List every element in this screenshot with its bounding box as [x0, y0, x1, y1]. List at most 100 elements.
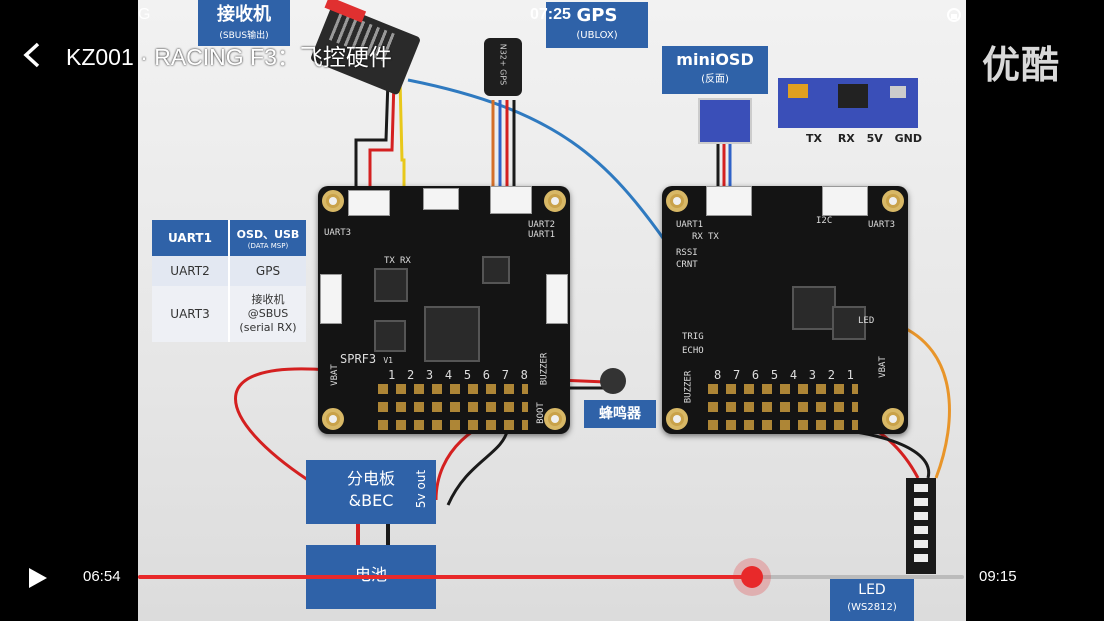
table-row: UART2 GPS: [152, 256, 306, 286]
miniosd-front: [778, 78, 918, 128]
motor-number: 2: [406, 368, 415, 382]
top-bar: KZ001 · RACING F3：飞控硬件 优酷: [0, 30, 1104, 87]
orientation-lock-icon: [946, 7, 962, 23]
motor-number: 3: [425, 368, 434, 382]
board-name-text: SPRF3: [340, 352, 377, 366]
chevron-left-icon: [23, 42, 40, 68]
osd-pin-gnd: GND: [894, 132, 923, 145]
seek-handle[interactable]: [740, 566, 763, 588]
buzzer: [600, 368, 626, 394]
silk-buzzer: BUZZER: [539, 352, 550, 386]
silk-i2c: I2C: [816, 216, 833, 226]
receiver-label: 接收机 (SBUS输出): [198, 0, 290, 46]
motor-number: 4: [444, 368, 453, 382]
playback-controls: 06:54 09:15: [0, 553, 1104, 603]
youku-logo: 优酷: [981, 43, 1060, 87]
back-button[interactable]: [18, 38, 48, 72]
miniosd-title: miniOSD: [676, 50, 754, 69]
miniosd-back: [698, 98, 752, 144]
silk-tx: TX: [384, 256, 395, 266]
pdb-out-text: 5v out: [413, 469, 428, 509]
silk-uart2: UART2: [528, 220, 556, 230]
flight-controller-board: SPRF3 V1 UART3 TX RX UART2 UART1 BUZZER …: [318, 186, 570, 434]
silk-uart3: UART3: [868, 220, 896, 230]
table-row: UART3 接收机 @SBUS (serial RX): [152, 286, 306, 342]
buzzer-label: 蜂鸣器: [584, 400, 656, 428]
board-version: V1: [383, 356, 393, 365]
silk-crnt: CRNT: [676, 260, 698, 270]
osd-pins: TX RX 5V GND: [806, 132, 926, 145]
motor-number: 7: [501, 368, 509, 382]
motor-number: 5: [770, 368, 779, 382]
miniosd-label: miniOSD (反面): [662, 46, 768, 94]
carrier-text: G: [138, 6, 151, 23]
uart-port-cell: UART1: [152, 220, 229, 256]
uart-use-sub: (DATA MSP): [247, 242, 289, 250]
osd-pin-rx: RX: [837, 132, 855, 145]
silk-led: LED: [858, 316, 875, 326]
board-name: SPRF3 V1: [340, 352, 393, 366]
motor-pads: [708, 384, 858, 430]
silk-rssi: RSSI: [676, 248, 698, 258]
motor-number: 6: [482, 368, 490, 382]
total-time: 09:15: [979, 568, 1017, 585]
uart-use-cell: OSD、USB (DATA MSP): [228, 220, 306, 256]
led-label: LED (WS2812): [830, 578, 914, 621]
motor-number: 8: [520, 368, 528, 382]
clock-text: 07:25: [530, 6, 571, 23]
video-frame: 接收机 (SBUS输出) GPS (UBLOX) N32+ GPS miniOS…: [138, 0, 966, 621]
silk-boot: BOOT: [535, 402, 546, 424]
motor-number: 5: [463, 368, 472, 382]
led-subtitle: (WS2812): [847, 602, 897, 613]
motor-number: 1: [846, 368, 854, 382]
silk-rx: RX: [692, 232, 703, 242]
osd-pin-tx: TX: [806, 132, 822, 145]
play-icon: [29, 568, 47, 588]
motor-number: 6: [751, 368, 760, 382]
silk-vbat: VBAT: [329, 364, 340, 386]
motor-number: 8: [714, 368, 722, 382]
receiver-subtitle: (SBUS输出): [219, 31, 269, 41]
current-time: 06:54: [83, 568, 121, 585]
silk-uart3: UART3: [324, 228, 352, 238]
gps-title: GPS: [576, 5, 618, 26]
silk-vbat: VBAT: [877, 356, 888, 378]
motor-number: 1: [388, 368, 396, 382]
led-strip: [906, 478, 936, 574]
receiver-title: 接收机: [217, 4, 271, 25]
silk-buzzer: BUZZER: [683, 370, 694, 404]
silk-echo: ECHO: [682, 346, 704, 356]
progress-fill: [138, 575, 752, 579]
gps-subtitle: (UBLOX): [576, 30, 618, 41]
gps-module: N32+ GPS: [484, 38, 522, 96]
led-title: LED: [858, 582, 886, 598]
uart-use-cell: 接收机 @SBUS (serial RX): [228, 286, 306, 342]
silk-uart1: UART1: [676, 220, 704, 230]
motor-numbers: 1 2 3 4 5 6 7 8: [388, 368, 528, 382]
motor-pads: [378, 384, 528, 430]
silk-rx: RX: [400, 256, 411, 266]
motor-number: 7: [732, 368, 741, 382]
silk-uart1: UART1: [528, 230, 556, 240]
motor-numbers: 8 7 6 5 4 3 2 1: [714, 368, 854, 382]
pdb-text: 分电板 &BEC: [346, 469, 395, 510]
gps-label: GPS (UBLOX): [546, 2, 648, 48]
progress-bar[interactable]: [138, 566, 964, 588]
uart-use-text: OSD、USB: [236, 228, 300, 241]
silk-trig: TRIG: [682, 332, 704, 342]
uart-port-cell: UART2: [152, 256, 229, 286]
video-title: KZ001 · RACING F3：飞控硬件: [66, 44, 392, 70]
uart-table: UART1 OSD、USB (DATA MSP) UART2 GPS UART3…: [152, 220, 306, 342]
silk-tx: TX: [708, 232, 719, 242]
uart-use-cell: GPS: [228, 256, 306, 286]
play-button[interactable]: [24, 565, 50, 591]
motor-number: 2: [827, 368, 835, 382]
miniosd-subtitle: (反面): [701, 74, 729, 85]
pdb-label: 分电板 &BEC 5v out: [306, 460, 436, 524]
osd-pdb-board: UART1 RX TX I2C UART3 TRIG ECHO LED VBAT…: [662, 186, 908, 434]
table-row: UART1 OSD、USB (DATA MSP): [152, 220, 306, 256]
motor-number: 4: [789, 368, 798, 382]
motor-number: 3: [808, 368, 816, 382]
uart-port-cell: UART3: [152, 286, 229, 342]
